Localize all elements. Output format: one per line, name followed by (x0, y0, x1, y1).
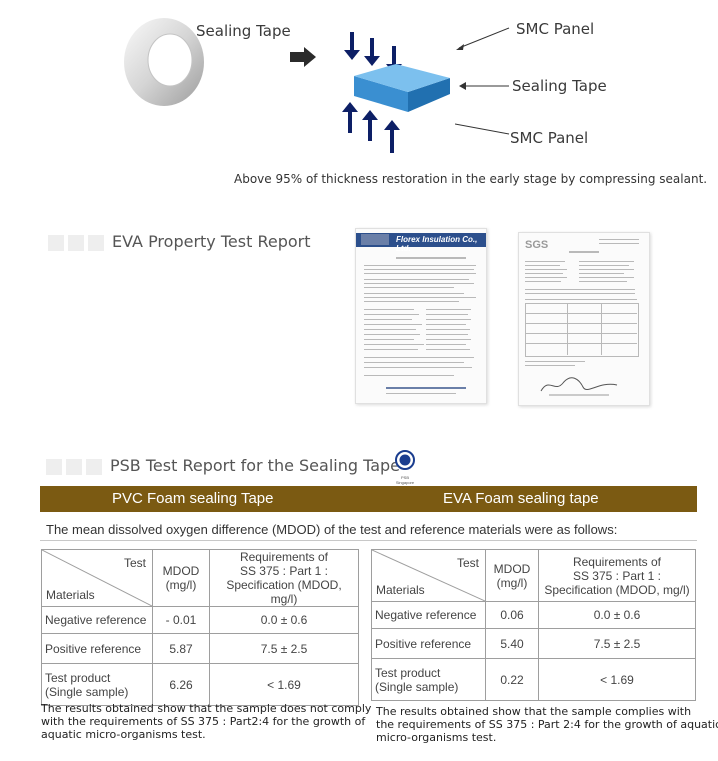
mdod-cell: 5.40 (485, 628, 539, 659)
material-cell: Positive reference (41, 633, 153, 664)
psb-badge: PSB Singapore (392, 450, 418, 485)
material-cell: Negative reference (371, 601, 486, 629)
callout-lines (455, 27, 510, 135)
test-header: Test (123, 556, 146, 570)
material-cell: Negative reference (41, 606, 153, 634)
table-row: Negative reference 0.06 0.0 ± 0.6 (371, 601, 696, 629)
mdod-header: MDOD(mg/l) (152, 549, 210, 607)
material-cell: Positive reference (371, 628, 486, 659)
smc-panel-top-label: SMC Panel (516, 20, 595, 38)
table-row: Positive reference 5.40 7.5 ± 2.5 (371, 628, 696, 659)
table-row: Positive reference 5.87 7.5 ± 2.5 (41, 633, 359, 664)
heading-bullet-icon (46, 458, 104, 475)
spec-cell: < 1.69 (538, 658, 696, 701)
table-corner-header: Test Materials (371, 549, 486, 602)
heading-bullet-icon (48, 234, 106, 251)
sgs-report-thumbnail[interactable]: SGS (518, 232, 650, 406)
psb-section-heading: PSB Test Report for the Sealing Tape (46, 456, 400, 475)
sealing-tape-label: Sealing Tape (512, 77, 607, 95)
mdod-cell: 0.06 (485, 601, 539, 629)
pvc-conclusion: The results obtained show that the sampl… (41, 702, 372, 741)
pvc-results-table: Test Materials MDOD(mg/l) Requirements o… (41, 549, 359, 706)
spec-cell: 0.0 ± 0.6 (209, 606, 359, 634)
material-cell: Test product(Single sample) (41, 663, 153, 706)
florex-report-thumbnail[interactable]: Florex Insulation Co., Ltd. (355, 228, 487, 404)
mdod-header: MDOD(mg/l) (485, 549, 539, 602)
mdod-cell: - 0.01 (152, 606, 210, 634)
diagram-caption: Above 95% of thickness restoration in th… (234, 172, 708, 186)
pvc-title: PVC Foam sealing Tape (112, 490, 274, 507)
test-header: Test (456, 556, 479, 570)
eva-results-table: Test Materials MDOD(mg/l) Requirements o… (371, 549, 696, 701)
mdod-intro: The mean dissolved oxygen difference (MD… (46, 522, 618, 537)
psb-badge-text: PSB Singapore (395, 475, 415, 485)
spec-cell: < 1.69 (209, 663, 359, 706)
compression-diagram (342, 32, 450, 153)
up-arrow-icon (342, 102, 400, 153)
divider (40, 540, 697, 541)
table-row: Negative reference - 0.01 0.0 ± 0.6 (41, 606, 359, 634)
mdod-cell: 6.26 (152, 663, 210, 706)
mdod-cell: 5.87 (152, 633, 210, 664)
sgs-result-table (525, 303, 639, 357)
eva-section-heading: EVA Property Test Report (48, 232, 310, 251)
arrow-right-icon (290, 47, 316, 67)
spec-cell: 7.5 ± 2.5 (538, 628, 696, 659)
eva-title: EVA Foam sealing tape (443, 490, 599, 507)
materials-header: Materials (376, 583, 425, 597)
eva-heading-text: EVA Property Test Report (112, 232, 311, 251)
spec-cell: 7.5 ± 2.5 (209, 633, 359, 664)
table-row: Test product(Single sample) 0.22 < 1.69 (371, 658, 696, 701)
roll-label: Sealing Tape (196, 22, 291, 40)
eva-conclusion: The results obtained show that the sampl… (376, 705, 718, 744)
materials-header: Materials (46, 588, 95, 602)
spec-cell: 0.0 ± 0.6 (538, 601, 696, 629)
sealing-tape-shape (354, 64, 450, 112)
signature-icon (540, 377, 618, 396)
table-row: Test product(Single sample) 6.26 < 1.69 (41, 663, 359, 706)
material-cell: Test product(Single sample) (371, 658, 486, 701)
tuv-badge-icon (395, 450, 415, 470)
psb-heading-text: PSB Test Report for the Sealing Tape (110, 456, 401, 475)
table-corner-header: Test Materials (41, 549, 153, 607)
mdod-cell: 0.22 (485, 658, 539, 701)
tape-roll-icon (124, 18, 204, 106)
smc-panel-bottom-label: SMC Panel (510, 129, 589, 147)
florex-logo-icon (361, 234, 389, 245)
florex-report-title: Florex Insulation Co., Ltd. (396, 235, 478, 253)
sgs-logo: SGS (525, 239, 549, 251)
comparison-header-band: PVC Foam sealing Tape EVA Foam sealing t… (40, 486, 697, 512)
